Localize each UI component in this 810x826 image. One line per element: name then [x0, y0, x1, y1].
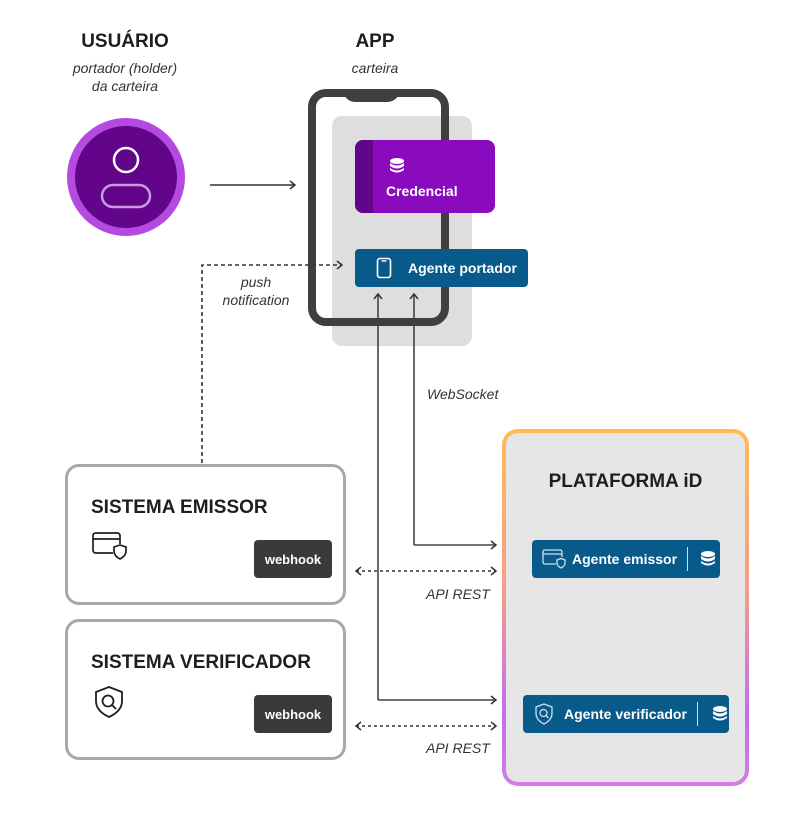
card-shield-icon: [92, 532, 127, 560]
smartphone-icon: [376, 257, 392, 279]
websocket-label: WebSocket: [427, 386, 499, 402]
issuer-system-box[interactable]: SISTEMA EMISSOR webhook: [65, 464, 346, 605]
verifier-agent-node[interactable]: Agente verificador: [523, 695, 729, 733]
credential-card[interactable]: Credencial: [355, 140, 495, 213]
api-rest-label-1: API REST: [426, 586, 490, 602]
user-icon: [100, 146, 152, 209]
issuer-webhook-badge[interactable]: webhook: [254, 540, 332, 578]
app-subtitle: carteira: [351, 60, 399, 76]
shield-search-icon: [535, 703, 553, 725]
app-title: APP: [355, 31, 395, 52]
phone-notch: [343, 90, 400, 102]
platform-title: PLATAFORMA iD: [548, 471, 703, 492]
platform-box[interactable]: PLATAFORMA iD Agente emissor Agente veri…: [502, 429, 749, 786]
shield-search-icon: [95, 686, 123, 718]
divider: [687, 547, 689, 571]
holder-agent-node[interactable]: Agente portador: [355, 249, 528, 287]
push-notification-arrow: [201, 260, 344, 463]
database-icon: [701, 551, 716, 566]
verifier-system-box[interactable]: SISTEMA VERIFICADOR webhook: [65, 619, 346, 760]
holder-agent-label: Agente portador: [408, 260, 517, 276]
api-rest-label-2: API REST: [426, 740, 490, 756]
card-shield-icon: [542, 549, 566, 569]
issuer-agent-node[interactable]: Agente emissor: [532, 540, 720, 578]
push-label-2: notification: [222, 292, 290, 308]
database-icon: [712, 706, 727, 721]
push-label-1: push: [240, 274, 272, 290]
issuer-system-title: SISTEMA EMISSOR: [91, 497, 268, 518]
user-subtitle-2: da carteira: [91, 78, 159, 94]
user-subtitle-1: portador (holder): [72, 60, 178, 76]
database-icon: [390, 158, 404, 173]
user-title: USUÁRIO: [81, 31, 169, 52]
credential-label: Credencial: [386, 183, 458, 199]
verifier-webhook-badge[interactable]: webhook: [254, 695, 332, 733]
verifier-agent-label: Agente verificador: [564, 706, 687, 722]
user-avatar: [67, 118, 185, 236]
verifier-system-title: SISTEMA VERIFICADOR: [91, 652, 311, 673]
issuer-agent-label: Agente emissor: [572, 551, 678, 567]
divider: [696, 702, 698, 726]
